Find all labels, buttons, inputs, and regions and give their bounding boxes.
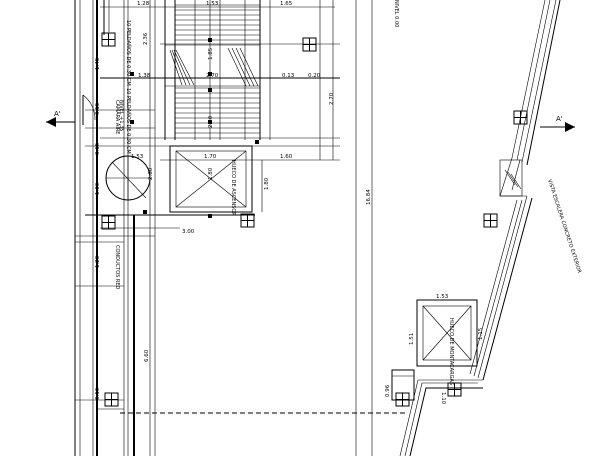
air-chamber-label: CAMARA AIRE: [114, 100, 120, 134]
dim-label: 0.65: [95, 142, 101, 155]
center-vertical-lines: [355, 0, 373, 456]
dim-label: 1.38: [138, 73, 151, 79]
circular-column: [105, 155, 151, 201]
dim-label: 6.60: [144, 349, 150, 362]
column-marker: [101, 32, 116, 47]
small-room-bottom: [391, 369, 415, 401]
exterior-stair-label: VISTA ESCALERA CONCRETO EXTERIOR: [546, 179, 582, 275]
dim-label: 2.10: [208, 115, 214, 128]
level-label-mid: NIVEL +1.35: [118, 100, 124, 132]
dim-label: 16.84: [366, 189, 372, 205]
column-marker: [101, 215, 116, 230]
steps-label-mid: 10 PELDAÑOS DE 0.30 CM: [125, 88, 132, 154]
dim-label: 0.96: [385, 384, 391, 397]
dim-label: 1.53: [131, 154, 144, 160]
section-marker-left: A': [46, 110, 75, 127]
dim-label: 0.20: [308, 73, 321, 79]
annotation-labels: NIVEL 0.00 NIVEL +1.35 10 PELDAÑOS DE 0.…: [114, 0, 582, 385]
dim-label: 1.53: [436, 294, 449, 300]
column-marker: [483, 213, 498, 228]
dim-label: 2.60: [148, 167, 154, 180]
dim-label: 1.00: [95, 182, 101, 195]
dim-label: 3.00: [182, 229, 195, 235]
freight-elevator-label: HUECO DE MONTACARGAS: [448, 318, 454, 385]
dim-label: 2.36: [143, 32, 149, 45]
dimension-ticks: [130, 38, 259, 218]
dim-label: 1.15: [478, 327, 484, 340]
dim-label: 0.10: [95, 387, 101, 400]
section-marker-right: A': [540, 115, 575, 132]
right-sloped-walls: [399, 0, 561, 456]
dim-label: 1.20: [95, 255, 101, 268]
dim-label: 0.13: [282, 73, 295, 79]
dim-label: 2.70: [329, 92, 335, 105]
dim-label: 1.80: [208, 167, 214, 180]
lower-horizontals: [75, 214, 255, 410]
dim-label: 1.85: [208, 47, 214, 60]
stair-treads: [175, 4, 260, 134]
left-walls: [74, 0, 156, 456]
column-marker: [104, 392, 119, 407]
elevator-shaft: [169, 145, 263, 213]
ducts-label: CONDUCTOS RED: [114, 245, 120, 290]
column-marker: [240, 213, 255, 228]
column-marker: [302, 37, 317, 52]
stair-block-upper: [164, 0, 334, 160]
dim-label: 1.28: [137, 1, 150, 7]
elevator-shaft-label: HUECO DE ASCENSOR: [230, 160, 236, 216]
level-label-top: NIVEL 0.00: [393, 0, 399, 27]
dim-label: 1.70: [204, 154, 217, 160]
dim-label: 1.60: [280, 154, 293, 160]
dim-label: 1.10: [440, 392, 446, 405]
dimension-labels: 1.28 1.53 1.65 1.38 2.70 0.13 0.20 1.53 …: [95, 1, 484, 405]
dim-label: 2.70: [206, 73, 219, 79]
dim-label: 1.45: [95, 57, 101, 70]
dim-label: 1.65: [280, 1, 293, 7]
dim-label: 1.51: [409, 333, 415, 345]
section-label-left: A': [54, 110, 61, 118]
column-grid-markers: [101, 32, 528, 407]
stair-arrows: [165, 44, 260, 87]
steps-label-top: 10 PELDAÑOS DE 0.30 CM: [125, 20, 132, 86]
dim-label: 1.80: [264, 177, 270, 190]
freight-elevator-shaft: [416, 299, 478, 367]
section-label-right: A': [556, 115, 563, 123]
door-left: [82, 94, 96, 125]
dim-label: 0.15: [95, 102, 101, 115]
dim-label: 1.53: [206, 1, 219, 7]
